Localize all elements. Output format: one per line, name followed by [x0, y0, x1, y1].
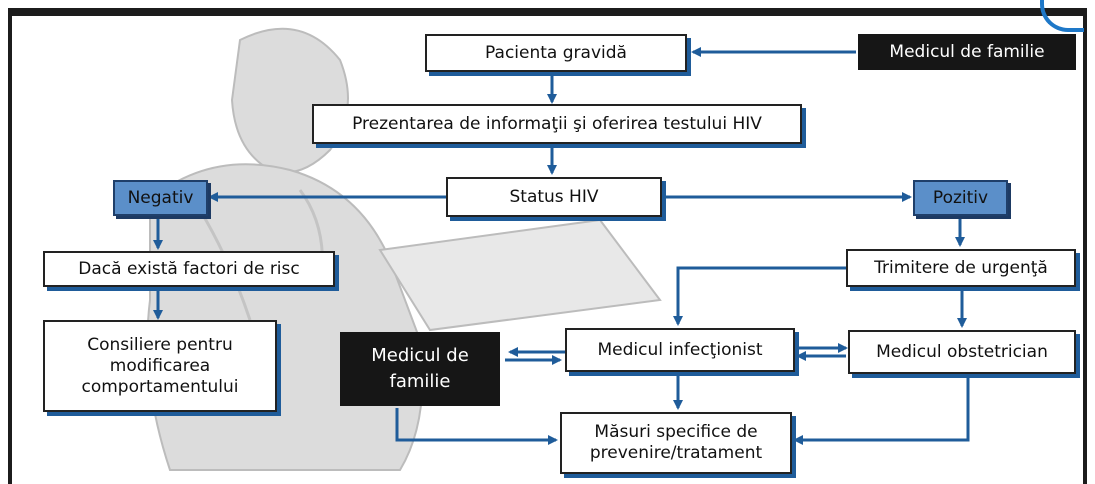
arrow-obstetrician-to-measures: [793, 375, 970, 445]
positive-box: Pozitiv: [913, 180, 1008, 216]
frame-top-border: [8, 8, 1087, 16]
specific-measures-box: Măsuri specifice de prevenire/tratament: [560, 412, 792, 474]
risk-factors-box: Dacă există factori de risc: [43, 251, 335, 287]
infectious-doctor-box: Medicul infecţionist: [565, 328, 795, 372]
frame-right-border: [1083, 8, 1087, 484]
arrow-referral-to-infectious: [673, 266, 846, 326]
corner-arc-decoration: [1040, 0, 1084, 32]
negative-box: Negativ: [113, 180, 208, 216]
family-doctor-mid-box: Medicul de familie: [340, 332, 500, 406]
urgent-referral-box: Trimitere de urgenţă: [846, 249, 1076, 287]
counseling-box: Consiliere pentru modificarea comportame…: [43, 320, 277, 412]
arrow-family-to-measures: [395, 408, 558, 445]
frame-left-border: [8, 8, 12, 484]
hiv-info-box: Prezentarea de informaţii şi oferirea te…: [312, 104, 802, 144]
clipboard-shape: [378, 218, 662, 332]
pregnant-patient-box: Pacienta gravidă: [425, 34, 687, 72]
obstetrician-box: Medicul obstetrician: [848, 330, 1076, 374]
family-doctor-top-box: Medicul de familie: [858, 34, 1076, 70]
hiv-status-box: Status HIV: [446, 177, 662, 217]
